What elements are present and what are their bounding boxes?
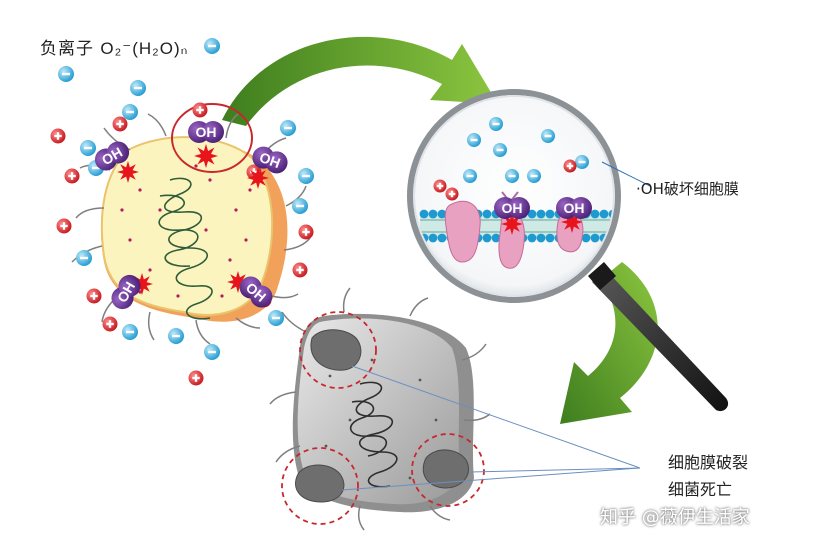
negative-ion-icon xyxy=(204,344,220,360)
dna-coil xyxy=(158,177,213,320)
oh-radical: OH xyxy=(188,121,224,143)
negative-ion-icon xyxy=(467,133,481,147)
positive-ion-icon xyxy=(192,102,208,118)
positive-ion-icon xyxy=(292,262,308,278)
negative-ion-icon xyxy=(298,168,314,184)
bacterium-dead xyxy=(269,287,641,531)
oh-radical: OH xyxy=(494,197,530,219)
damage-burst-icon xyxy=(247,167,269,189)
watermark-text: 知乎 @薇伊生活家 xyxy=(600,507,750,528)
negative-ion-icon xyxy=(58,66,74,82)
positive-ion-icon xyxy=(86,288,102,304)
positive-ion-icon xyxy=(445,187,459,201)
oh-text: OH xyxy=(257,149,282,171)
negative-ion-icon xyxy=(493,143,507,157)
negative-ion-icon xyxy=(541,129,555,143)
rupture-rings xyxy=(281,311,485,525)
negative-ion-icon xyxy=(168,328,184,344)
highlight-ring xyxy=(171,103,253,173)
negative-ion-icon xyxy=(80,140,96,156)
anion-formula: O₂⁻(H₂O)ₙ xyxy=(100,39,189,58)
dead-dna-coil xyxy=(350,381,398,488)
process-arrow-top xyxy=(222,36,498,126)
label-pointer-lines xyxy=(341,365,641,491)
membrane-proteins xyxy=(444,200,584,269)
negative-ion-icon xyxy=(76,250,92,266)
negative-ion-icon xyxy=(122,324,138,340)
oh-radical: OH xyxy=(556,197,592,219)
negative-ion-icon xyxy=(204,38,220,54)
negative-ion-icon xyxy=(130,80,146,96)
damage-burst-icon xyxy=(117,161,139,183)
membrane-rupture-label: 细胞膜破裂 xyxy=(668,453,749,472)
negative-ion-icon xyxy=(505,169,519,183)
anion-label: 负离子 xyxy=(40,39,94,59)
rupture-patches xyxy=(295,329,469,503)
positive-ion-icon xyxy=(298,224,314,240)
magnifier-handle xyxy=(592,270,729,412)
negative-ion-icon xyxy=(527,169,541,183)
oh-radical: OH xyxy=(94,141,130,171)
oh-pointer-line xyxy=(601,161,651,187)
negative-ion-icon xyxy=(122,104,138,120)
anion-title: 负离子 O₂⁻(H₂O)ₙ xyxy=(40,34,188,59)
negative-ion-icon xyxy=(575,155,589,169)
bacterium-live xyxy=(71,113,311,345)
bacterium-body xyxy=(100,136,274,316)
positive-ion-icon xyxy=(563,159,577,173)
oh-damage-label: ·OH破坏细胞膜 xyxy=(636,180,739,198)
oh-radical: OH xyxy=(252,146,288,174)
positive-ion-icon xyxy=(50,128,66,144)
positive-ion-icon xyxy=(188,370,204,386)
negative-ion-icon xyxy=(292,198,308,214)
negative-ion-icon xyxy=(280,120,296,136)
cilia xyxy=(71,113,311,345)
cytoplasm-dots xyxy=(120,164,252,298)
oh-text: OH xyxy=(564,200,585,216)
positive-ion-icon xyxy=(433,179,447,193)
negative-ion-icon xyxy=(268,310,284,326)
magnifier xyxy=(407,89,729,412)
positive-ion-icon xyxy=(64,168,80,184)
negative-ion-icon xyxy=(463,169,477,183)
damage-burst-icon xyxy=(194,144,218,168)
positive-ion-icon xyxy=(56,218,72,234)
positive-ion-icon xyxy=(112,116,128,132)
positive-ion-icon xyxy=(102,316,118,332)
oh-text: OH xyxy=(502,200,523,216)
negative-ion-icon xyxy=(489,117,503,131)
oh-text: OH xyxy=(196,124,217,140)
bacteria-death-label: 细菌死亡 xyxy=(668,480,733,499)
